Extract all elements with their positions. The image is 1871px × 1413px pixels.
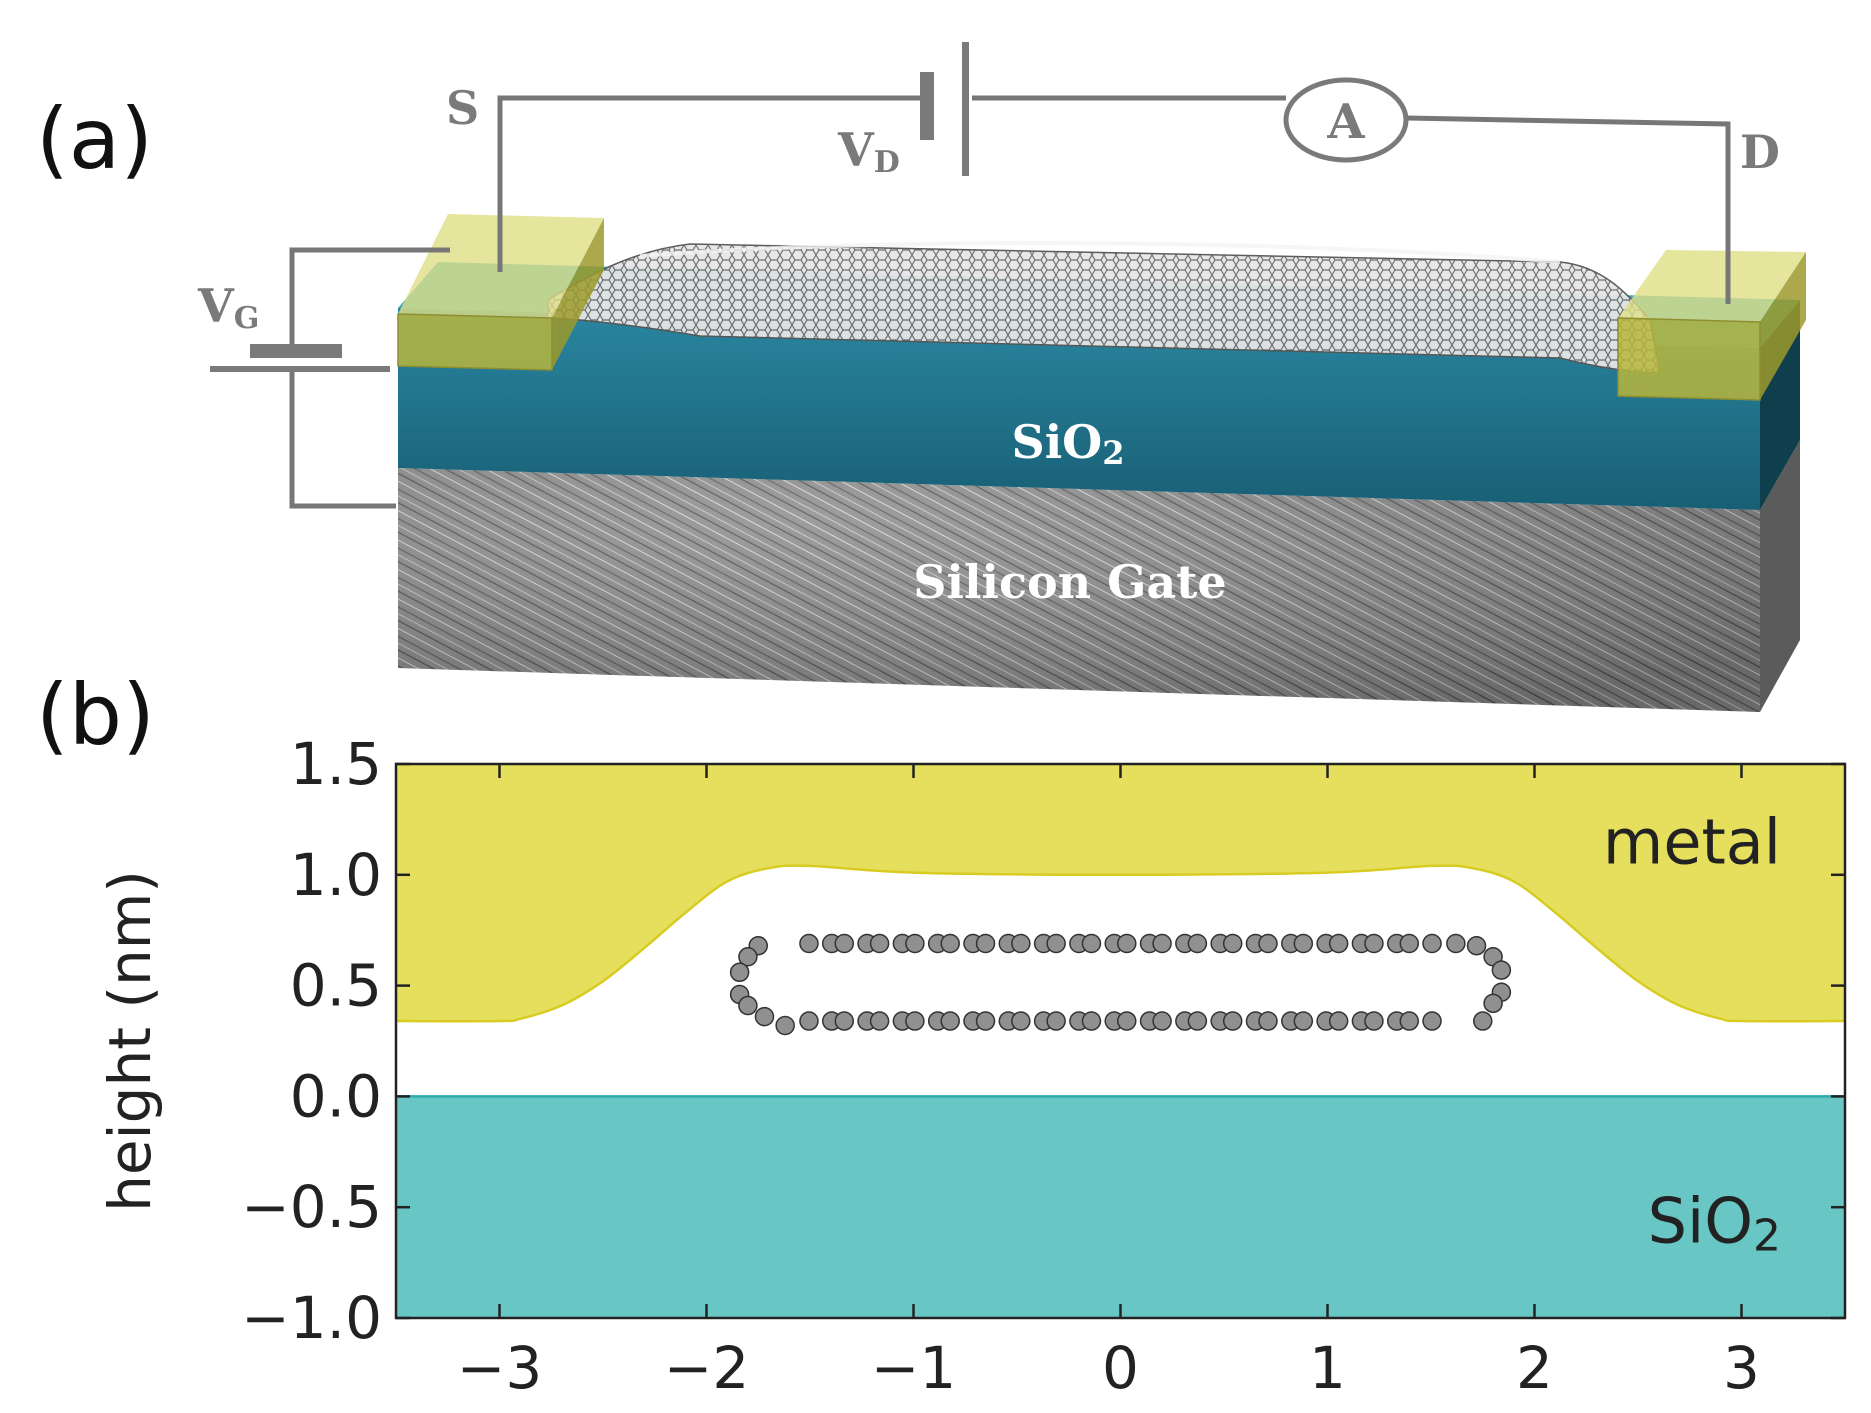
oxide-label: SiO2: [1011, 415, 1124, 472]
atom-marker: [1258, 933, 1278, 954]
oxide-region-label: SiO2: [1648, 1185, 1781, 1262]
atom-marker: [869, 1011, 890, 1031]
atom-marker: [940, 933, 960, 954]
atom-markers: [729, 933, 1512, 1036]
atom-marker: [1328, 1011, 1349, 1031]
atom-marker: [799, 1011, 819, 1031]
atom-marker: [905, 1011, 925, 1031]
height-profile-chart: −3 −2 −1 0 1 2 3 −1.0 −0.5 0.0 0.5 1.0 1.5 metal Si…: [96, 730, 1847, 1402]
atom-marker: [1258, 1011, 1278, 1031]
atom-marker: [1187, 1011, 1208, 1031]
atom-marker: [1011, 1011, 1031, 1031]
atom-marker: [869, 933, 890, 954]
metal-region: [396, 764, 1845, 1022]
y-tick-label: −1.0: [241, 1284, 382, 1352]
x-tick-label: 3: [1723, 1334, 1760, 1402]
atom-marker: [1046, 1011, 1066, 1031]
gate-battery: [210, 344, 390, 372]
drain-label: D: [1740, 125, 1780, 179]
atom-marker: [1483, 993, 1503, 1014]
metal-region-label: metal: [1603, 806, 1781, 879]
atom-marker: [1446, 933, 1466, 954]
y-tick-label: 0.0: [290, 1062, 382, 1130]
atom-marker: [799, 933, 819, 954]
atom-marker: [1187, 933, 1208, 954]
atom-marker: [738, 995, 758, 1016]
y-tick-label: −0.5: [241, 1173, 382, 1241]
y-tick-label: 1.0: [290, 841, 382, 909]
atom-marker: [1046, 933, 1066, 954]
atom-marker: [1473, 1011, 1493, 1031]
panel-a-label: (a): [36, 90, 153, 188]
y-axis-ticks: −1.0 −0.5 0.0 0.5 1.0 1.5: [241, 730, 1845, 1352]
atom-marker: [1293, 933, 1314, 954]
atom-marker: [1293, 1011, 1314, 1031]
ammeter: A: [1283, 77, 1409, 163]
atom-marker: [738, 947, 758, 967]
atom-marker: [975, 933, 996, 954]
panel-b: (b) −3 −2 −1 0 1 2 3 −1.0 −0.5 0.0 0.5 1.0 1.5 meta…: [36, 666, 1847, 1402]
atom-marker: [1222, 1011, 1243, 1031]
atom-marker: [1152, 1011, 1172, 1031]
x-tick-label: −1: [871, 1334, 957, 1402]
panel-a: (a): [36, 42, 1806, 712]
atom-marker: [1117, 1011, 1137, 1031]
atom-marker: [1399, 1011, 1420, 1031]
atom-marker: [1011, 933, 1031, 954]
oxide-region: [396, 1096, 1845, 1318]
atom-marker: [1328, 933, 1349, 954]
x-tick-label: 0: [1102, 1334, 1139, 1402]
atom-marker: [834, 1011, 855, 1031]
y-axis-label: height (nm): [96, 870, 164, 1212]
atom-marker: [1081, 933, 1102, 954]
atom-marker: [834, 933, 855, 954]
atom-marker: [1491, 960, 1512, 980]
metal-boundary-line: [395, 864, 1846, 1023]
circuit-wiring: [289, 95, 1731, 509]
atom-marker: [775, 1015, 795, 1036]
x-tick-label: 1: [1309, 1334, 1346, 1402]
panel-b-label: (b): [36, 666, 155, 764]
atom-marker: [975, 1011, 996, 1031]
atom-marker: [729, 962, 750, 983]
drain-battery: [920, 42, 969, 176]
x-tick-label: 2: [1516, 1334, 1553, 1402]
atom-marker: [1152, 933, 1172, 954]
x-tick-label: −2: [664, 1334, 750, 1402]
atom-marker: [1364, 933, 1384, 954]
atom-marker: [1422, 1011, 1442, 1031]
atom-marker: [1399, 933, 1420, 954]
atom-marker: [1081, 1011, 1102, 1031]
atom-marker: [1117, 933, 1137, 954]
silicon-gate-block: [398, 440, 1800, 712]
atom-marker: [1466, 935, 1487, 956]
ammeter-label: A: [1326, 94, 1365, 150]
x-axis-ticks: −3 −2 −1 0 1 2 3: [457, 764, 1760, 1402]
atom-marker: [905, 933, 925, 954]
y-tick-label: 1.5: [290, 730, 382, 798]
substrate-label: Silicon Gate: [913, 555, 1226, 609]
gate-voltage-label: VG: [197, 279, 259, 336]
drain-voltage-label: VD: [837, 123, 900, 180]
drain-electrode: [1617, 250, 1806, 401]
atom-marker: [754, 1006, 775, 1027]
atom-marker: [1222, 933, 1243, 954]
source-label: S: [446, 81, 479, 135]
y-tick-label: 0.5: [290, 952, 382, 1020]
x-tick-label: −3: [457, 1334, 543, 1402]
atom-marker: [1364, 1011, 1384, 1031]
atom-marker: [940, 1011, 960, 1031]
atom-marker: [1422, 933, 1442, 954]
